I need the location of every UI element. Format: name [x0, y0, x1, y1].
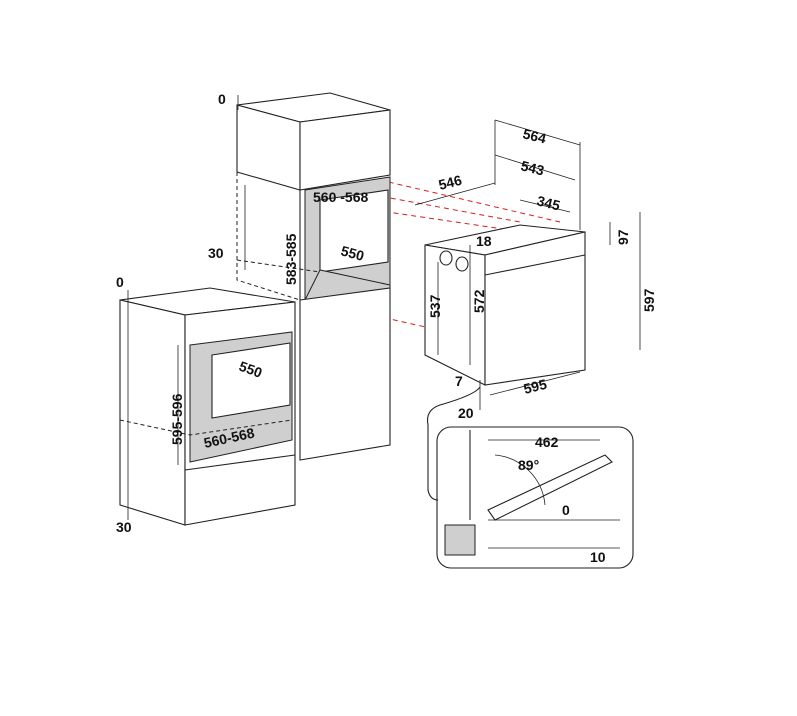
door-gap-top-label: 0 — [562, 502, 570, 518]
base-niche-height-label: 595-596 — [169, 393, 185, 445]
oven — [424, 224, 586, 386]
door-angle-label: 89° — [518, 457, 539, 473]
oven-height-body-label: 537 — [427, 294, 443, 318]
oven-panel-height-label: 97 — [615, 229, 631, 245]
base-top-gap-label: 0 — [116, 274, 124, 290]
tall-top-gap-label: 0 — [218, 91, 226, 107]
tall-cabinet — [236, 92, 391, 461]
oven-width-label: 595 — [522, 376, 549, 397]
oven-depth-body-label: 543 — [519, 157, 546, 178]
tall-niche-depth-label: 550 — [339, 242, 366, 264]
oven-depth-niche-label: 546 — [437, 172, 464, 193]
oven-height-front-label: 572 — [471, 289, 487, 313]
door-length-label: 462 — [535, 434, 559, 450]
base-bottom-gap-label: 30 — [116, 519, 132, 535]
tall-niche-height-label: 583-585 — [283, 233, 299, 285]
base-cabinet — [119, 287, 296, 526]
tall-niche-width-label: 560 -568 — [313, 189, 368, 205]
dimension-lines — [127, 95, 641, 520]
oven-depth-total-label: 564 — [521, 125, 548, 146]
oven-depth-rear-label: 345 — [535, 192, 562, 213]
door-detail-inset — [426, 386, 634, 569]
oven-front-offset-label: 20 — [458, 405, 474, 421]
oven-height-total-label: 597 — [641, 288, 657, 312]
oven-top-offset-label: 18 — [476, 233, 492, 249]
oven-bottom-offset-label: 7 — [455, 373, 463, 389]
door-gap-bottom-label: 10 — [590, 549, 606, 565]
base-niche-depth-label: 550 — [237, 358, 265, 381]
tall-side-gap-label: 30 — [208, 245, 224, 261]
